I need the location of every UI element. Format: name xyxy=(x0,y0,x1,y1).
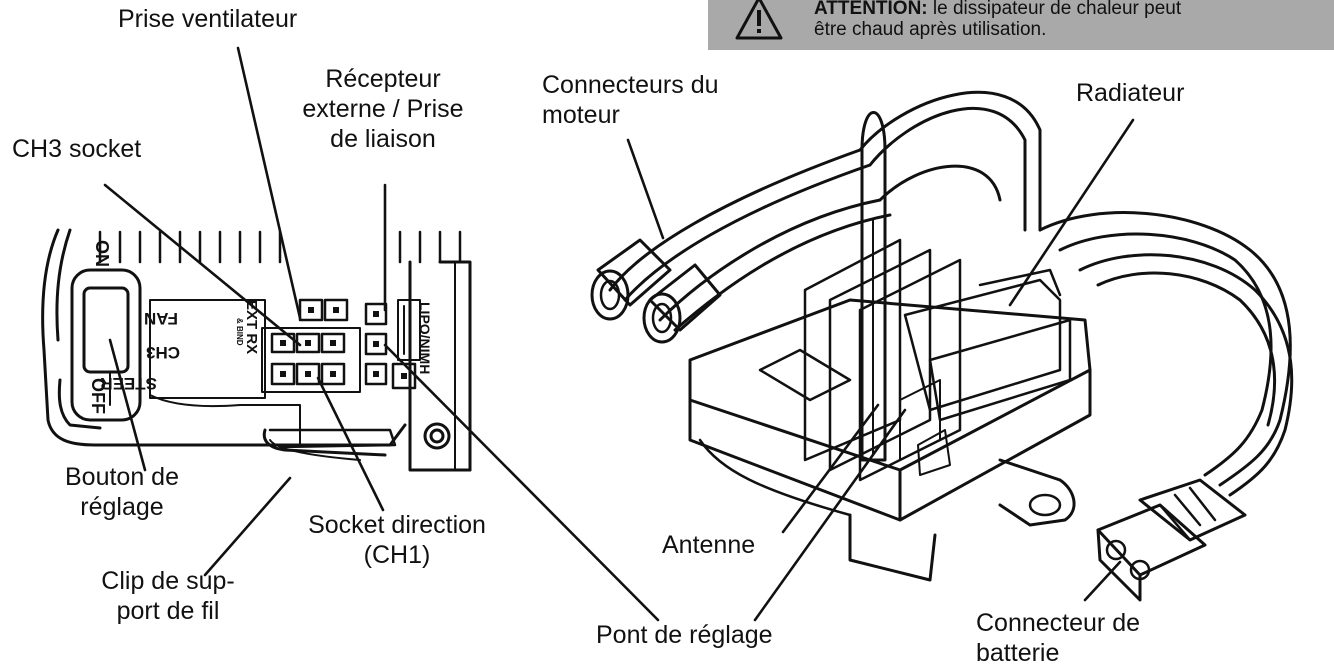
leader-clip xyxy=(203,476,292,577)
board-steer: STEER xyxy=(100,374,157,393)
board-fan: FAN xyxy=(144,309,178,328)
label-motor-line1: Connecteurs du xyxy=(542,71,719,99)
label-clip-line2: port de fil xyxy=(116,597,220,625)
leader-radiator xyxy=(1008,118,1135,307)
leader-battery xyxy=(1083,560,1122,602)
board-off: OFF xyxy=(88,378,108,414)
leader-bridge-right xyxy=(753,408,907,622)
label-motor-line2: moteur xyxy=(542,101,620,129)
board-on: ON xyxy=(92,240,112,267)
board-ext-rx: EXT RX xyxy=(243,300,260,354)
label-antenna: Antenne xyxy=(662,531,756,559)
leader-motor xyxy=(626,138,665,240)
label-battery: Connecteur de batterie xyxy=(976,608,1140,668)
board-lipo: LIPO/NIMH xyxy=(417,302,433,374)
warning-line1: le dissipateur de chaleur peut xyxy=(927,0,1182,19)
warning-text: ATTENTION: le dissipateur de chaleur peu… xyxy=(814,0,1181,40)
label-battery-line1: Connecteur de xyxy=(976,609,1141,637)
label-clip: Clip de sup- port de fil xyxy=(70,566,266,626)
label-button-line2: réglage xyxy=(80,493,164,521)
warning-line2: être chaud après utilisation. xyxy=(814,19,1047,40)
leader-bridge-left xyxy=(383,343,660,622)
leader-ch3 xyxy=(103,183,302,347)
leader-button xyxy=(108,338,147,472)
esc-panel-closeup xyxy=(41,228,472,472)
label-ext-rx-line3: de liaison xyxy=(330,125,436,153)
warning-banner: ATTENTION: le dissipateur de chaleur peu… xyxy=(708,0,1334,50)
label-steer-line1: Socket direction xyxy=(308,511,486,539)
board-bind: & BIND xyxy=(235,318,244,346)
label-fan-socket: Prise ventilateur xyxy=(118,5,298,33)
leader-steer xyxy=(316,376,385,512)
leader-lines xyxy=(103,46,1135,622)
label-battery-line2: batterie xyxy=(976,639,1060,667)
label-button: Bouton de réglage xyxy=(52,462,192,522)
esc-3d-view xyxy=(590,90,1294,602)
label-radiator: Radiateur xyxy=(1076,79,1185,107)
label-ext-rx: Récepteur externe / Prise de liaison xyxy=(283,64,483,154)
warning-strong: ATTENTION: xyxy=(814,0,928,19)
label-ch3-socket: CH3 socket xyxy=(12,135,142,163)
label-motor-connectors: Connecteurs du moteur xyxy=(542,70,719,130)
label-ext-rx-line2: externe / Prise xyxy=(302,95,464,123)
board-ch3: CH3 xyxy=(146,343,180,362)
label-steer-line2: (CH1) xyxy=(363,541,431,569)
label-steer-socket: Socket direction (CH1) xyxy=(272,510,522,570)
label-bridge: Pont de réglage xyxy=(596,621,773,649)
label-ext-rx-line1: Récepteur xyxy=(325,65,441,93)
warning-triangle-icon xyxy=(735,0,783,40)
leader-fan xyxy=(236,46,302,320)
label-clip-line1: Clip de sup- xyxy=(101,567,235,595)
leader-antenna xyxy=(781,403,880,534)
label-button-line1: Bouton de xyxy=(65,463,179,491)
